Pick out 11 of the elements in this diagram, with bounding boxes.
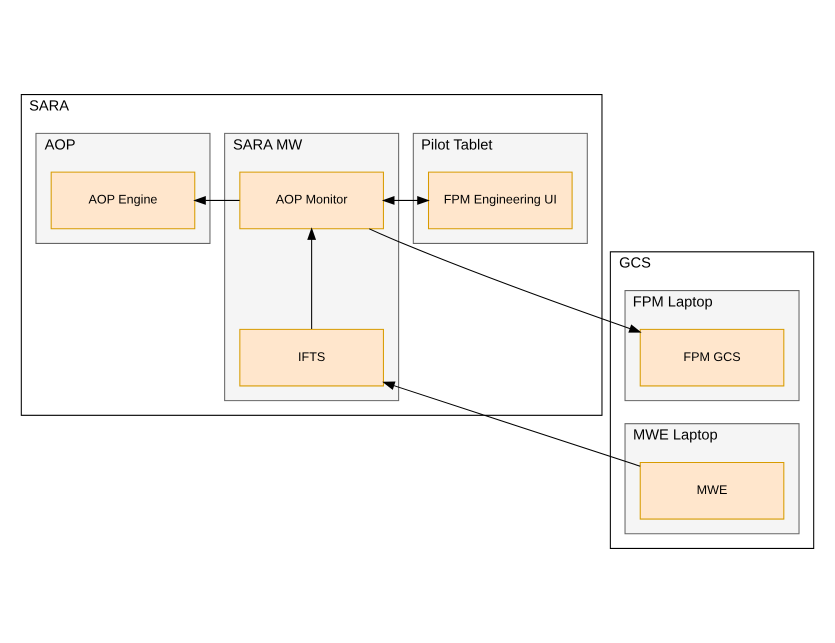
node-box: IFTS — [239, 328, 384, 386]
node-box: FPM GCS — [640, 328, 784, 386]
arrow — [307, 227, 316, 329]
node-box: AOP Engine — [50, 172, 196, 230]
node-box: AOP Monitor — [239, 172, 384, 230]
node-box: FPM Engineering UI — [428, 172, 573, 230]
arrow — [382, 382, 640, 467]
node-box: MWE — [640, 462, 784, 520]
arrow — [193, 196, 240, 205]
arrow — [369, 228, 642, 333]
arrow — [382, 196, 430, 205]
